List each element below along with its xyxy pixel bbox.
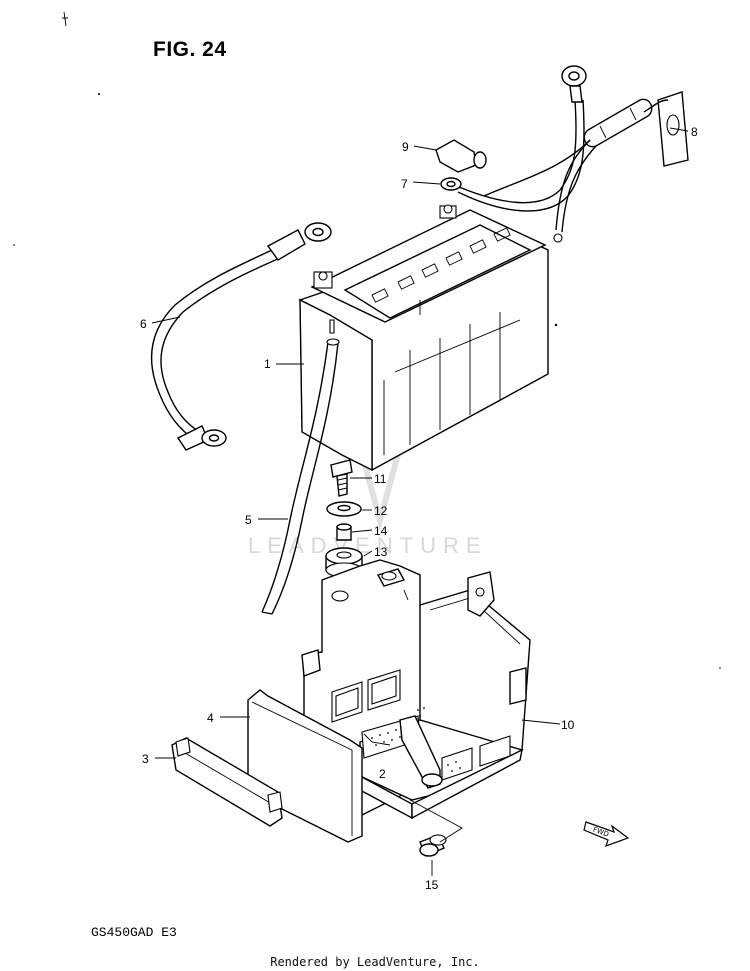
battery-holder (301, 559, 531, 820)
callout-13: 13 (374, 545, 388, 559)
callout-11: 11 (374, 472, 387, 486)
callout-numbers: 1 2 3 4 5 6 7 8 9 10 11 12 13 14 15 (140, 125, 698, 892)
battery (298, 204, 549, 472)
fwd-arrow-icon: FWD (583, 821, 630, 847)
leader-lines (151, 127, 689, 876)
callout-1: 1 (264, 357, 271, 371)
vent-hose (261, 338, 340, 615)
callout-4: 4 (207, 711, 214, 725)
washer (326, 501, 362, 517)
callout-9: 9 (402, 140, 409, 154)
callout-5: 5 (245, 513, 252, 527)
footer-credit: Rendered by LeadVenture, Inc. (270, 955, 480, 969)
cap (419, 834, 447, 857)
battery-band (171, 737, 283, 827)
model-code: GS450GAD E3 (91, 925, 177, 940)
callout-2: 2 (379, 767, 386, 781)
callout-3: 3 (142, 752, 149, 766)
callout-12: 12 (374, 504, 388, 518)
callout-10: 10 (561, 718, 575, 732)
callout-15: 15 (425, 878, 439, 892)
scan-marks (13, 11, 721, 669)
figure-title: FIG. 24 (153, 38, 227, 61)
negative-cable (150, 222, 332, 451)
collar (336, 523, 352, 541)
positive-cable-harness (435, 65, 689, 243)
callout-7: 7 (401, 177, 408, 191)
callout-14: 14 (374, 524, 388, 538)
callout-6: 6 (140, 317, 147, 331)
callout-8: 8 (691, 125, 698, 139)
bolt (330, 459, 353, 497)
